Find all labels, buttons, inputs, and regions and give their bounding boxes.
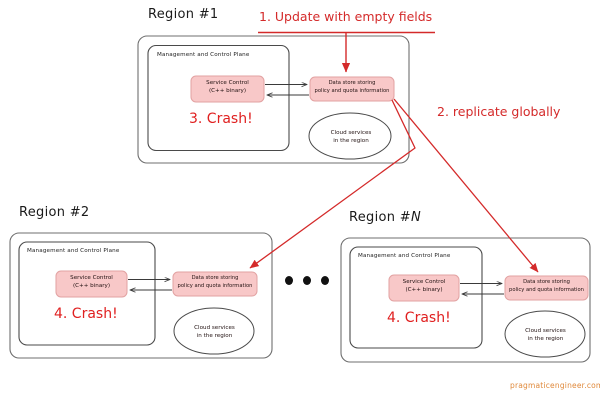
region-2-data-store-node xyxy=(172,271,258,297)
ellipsis-dot xyxy=(303,276,311,285)
region-2-control-plane-box xyxy=(18,241,156,346)
region-1-title: Region #1 xyxy=(148,7,219,22)
region-2-control-plane-label: Management and Control Plane xyxy=(27,248,120,254)
region-1-control-plane-label: Management and Control Plane xyxy=(157,52,250,58)
region-1-cloud-services-node xyxy=(308,112,392,160)
watermark: pragmaticengineer.com xyxy=(510,381,600,390)
region-n-cloud-services-node xyxy=(504,310,586,358)
annotation-step-1: 1. Update with empty fields xyxy=(259,9,433,24)
region-2-service-control-node xyxy=(55,270,128,298)
region-1-service-control-node xyxy=(190,75,265,103)
region-n-crash-label: 4. Crash! xyxy=(387,310,451,326)
ellipsis-dot xyxy=(285,276,293,285)
region-n-control-plane-label: Management and Control Plane xyxy=(358,253,451,259)
region-n-service-control-node xyxy=(388,274,460,302)
region-2-shapes xyxy=(9,232,273,359)
region-n-title-text: Region # xyxy=(349,210,411,225)
region-2-crash-label: 4. Crash! xyxy=(54,306,118,322)
region-n-control-plane-box xyxy=(349,246,483,349)
ellipsis-dot xyxy=(321,276,329,285)
region-1-outer-box xyxy=(137,35,410,164)
region-1-shapes xyxy=(137,35,410,164)
region-2-title: Region #2 xyxy=(19,205,90,220)
region-n-title: Region #N xyxy=(349,210,421,225)
region-n-shapes xyxy=(340,237,591,363)
regions-ellipsis xyxy=(285,276,329,285)
region-2-cloud-services-node xyxy=(173,307,255,355)
step2-arrow-to-region-n xyxy=(393,98,539,273)
region-1-control-plane-box xyxy=(147,44,290,152)
annotation-step-2: 2. replicate globally xyxy=(437,104,561,119)
step2-arrow-to-region-2 xyxy=(249,99,416,269)
region-2-outer-box xyxy=(9,232,273,359)
region-1-crash-label: 3. Crash! xyxy=(189,111,253,127)
region-1-data-store-node xyxy=(309,76,395,102)
region-n-outer-box xyxy=(340,237,591,363)
region-n-title-suffix: N xyxy=(410,210,421,225)
region-n-data-store-node xyxy=(504,275,589,301)
